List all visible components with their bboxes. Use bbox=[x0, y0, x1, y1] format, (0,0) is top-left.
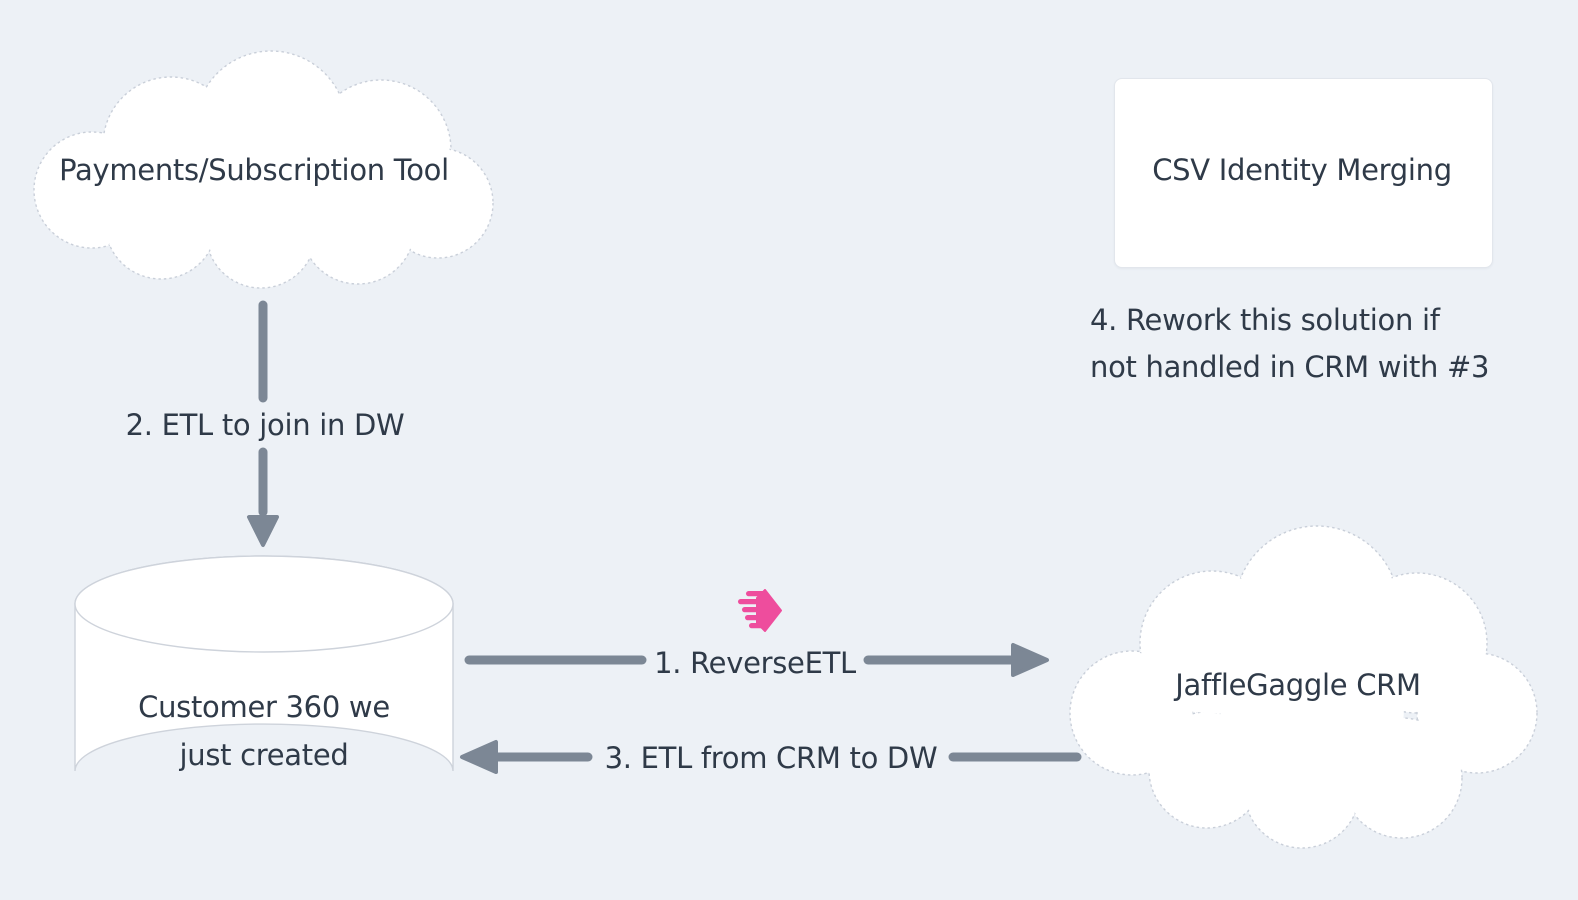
crm-cloud bbox=[1069, 525, 1538, 849]
reverse-etl-arrow-label: 1. ReverseETL bbox=[654, 646, 856, 680]
arrowhead-down-icon bbox=[247, 515, 279, 547]
payments-cloud-label: Payments/Subscription Tool bbox=[59, 153, 449, 187]
warehouse-label-line2: just created bbox=[179, 738, 349, 772]
arrowhead-right-icon bbox=[1011, 643, 1049, 677]
etl-join-arrow bbox=[247, 300, 279, 547]
etl-from-crm-arrow bbox=[460, 740, 1082, 774]
rework-note-line1: 4. Rework this solution if bbox=[1090, 303, 1440, 337]
csv-identity-card-label: CSV Identity Merging bbox=[1152, 153, 1452, 187]
arrowhead-left-icon bbox=[460, 740, 498, 774]
reverse-etl-arrow bbox=[464, 643, 1049, 677]
etl-from-crm-arrow-label: 3. ETL from CRM to DW bbox=[604, 741, 938, 775]
warehouse-label-line1: Customer 360 we bbox=[138, 690, 390, 724]
rework-note: 4. Rework this solution if not handled i… bbox=[1090, 297, 1489, 391]
grouparoo-logo-icon bbox=[738, 589, 782, 632]
payments-cloud bbox=[33, 50, 494, 289]
rework-note-line2: not handled in CRM with #3 bbox=[1090, 350, 1490, 384]
etl-join-arrow-label: 2. ETL to join in DW bbox=[125, 408, 405, 442]
warehouse-cylinder bbox=[74, 555, 454, 772]
warehouse-cylinder-label: Customer 360 we just created bbox=[138, 683, 390, 779]
crm-cloud-label: JaffleGaggle CRM bbox=[1175, 668, 1421, 702]
csv-identity-card bbox=[1114, 78, 1493, 268]
